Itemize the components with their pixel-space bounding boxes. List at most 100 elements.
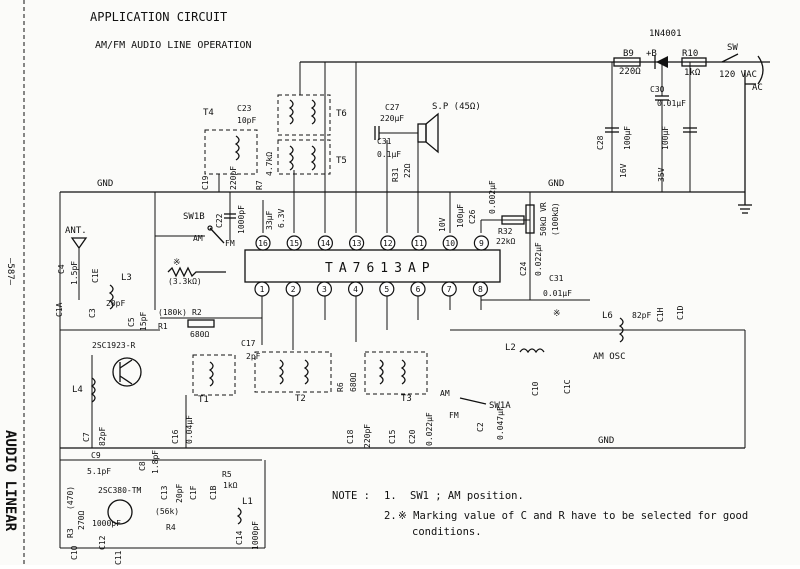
c30-label: C30 <box>650 85 665 94</box>
c1b-label: C1B <box>209 485 218 500</box>
c8-value: 1.8pF <box>151 450 160 474</box>
gnd-label-bottom: GND <box>598 436 614 446</box>
c31b-label: C31 <box>549 274 564 283</box>
t4-shield <box>204 129 258 175</box>
r1-label: R1 <box>158 322 168 331</box>
c3-label: C3 <box>88 308 97 318</box>
c20-label: C20 <box>408 429 417 444</box>
sw1b-fm: FM <box>225 239 235 248</box>
vr-value: 50kΩ VR <box>539 202 548 236</box>
gnd-label-right: GND <box>548 179 564 189</box>
r6-value: 680Ω <box>349 373 358 392</box>
c25-value: 100μF <box>456 204 465 228</box>
c17-label: C17 <box>241 339 256 348</box>
c26-value: 0.002μF <box>488 180 497 214</box>
c8-label: C8 <box>138 461 147 471</box>
r32-label: R32 <box>498 227 513 236</box>
l6-label: L6 <box>602 311 613 321</box>
ic-package <box>244 249 501 283</box>
l2-label: L2 <box>505 343 516 353</box>
c2-label: C2 <box>476 422 485 432</box>
c17-value: 2pF <box>246 352 261 361</box>
ic-pin-7 <box>441 281 457 297</box>
antenna-icon <box>70 237 88 300</box>
star-mark-1: ※ <box>553 309 561 319</box>
r5-label: R5 <box>222 470 232 479</box>
ac-plug-icon <box>757 55 764 85</box>
c9-value: 5.1pF <box>87 467 111 476</box>
transistor-2sc380 <box>107 499 133 525</box>
ic-pin-number-9: 9 <box>479 239 484 248</box>
c1f-label: C1F <box>189 485 198 500</box>
t6-label: T6 <box>336 109 347 119</box>
c21-voltage: 6.3V <box>277 209 286 228</box>
ic-pin-8 <box>472 281 488 297</box>
sw1a-switch[interactable] <box>459 397 487 405</box>
l3-label: L3 <box>121 273 132 283</box>
r9-resistor <box>613 57 641 67</box>
t3-label: T3 <box>401 394 412 404</box>
c22-value: 1000pF <box>237 205 246 234</box>
c12-label: C12 <box>98 535 107 550</box>
c16-label: C16 <box>171 429 180 444</box>
r7-value: 4.7kΩ <box>265 152 274 176</box>
c1h-label: C1H <box>656 307 665 322</box>
page-number: —587— <box>5 258 15 286</box>
c7-label: C7 <box>82 432 91 442</box>
ic-pin-number-13: 13 <box>352 239 362 248</box>
ic-pin-16 <box>255 235 271 251</box>
plus-b-label: +B <box>646 49 657 59</box>
page-title: APPLICATION CIRCUIT <box>90 10 227 24</box>
page-subtitle: AM/FM AUDIO LINE OPERATION <box>95 40 252 51</box>
sw1a-label: SW1A <box>489 401 511 411</box>
ic-pin-number-7: 7 <box>447 285 452 294</box>
r32-resistor <box>501 215 525 225</box>
c1c-label: C1C <box>563 379 572 394</box>
c22-label: C22 <box>215 213 224 228</box>
ic-pin-number-5: 5 <box>384 285 389 294</box>
l1-coil <box>236 507 242 525</box>
r3-label: R3 <box>66 528 75 538</box>
c26-label: C26 <box>468 209 477 224</box>
ic-pin-number-4: 4 <box>353 285 358 294</box>
l2-coil <box>519 348 545 354</box>
ic-pin-number-10: 10 <box>445 239 455 248</box>
diode-part-label: 1N4001 <box>649 29 682 39</box>
c28-label: C28 <box>596 135 605 150</box>
ic-pin-number-1: 1 <box>260 285 265 294</box>
r7-label: R7 <box>255 180 264 190</box>
t4-label: T4 <box>203 108 214 118</box>
l4-coil <box>90 377 96 403</box>
r9-value: 220Ω <box>619 67 641 77</box>
t5-label: T5 <box>336 156 347 166</box>
t6-shield <box>277 94 331 136</box>
c11-label: C11 <box>114 550 123 565</box>
r31-label: R31 <box>391 167 400 182</box>
ic-pin-number-6: 6 <box>416 285 421 294</box>
c4-value: 1.5pF <box>70 261 79 285</box>
ic-pin-number-15: 15 <box>289 239 299 248</box>
c29-value: 100μF <box>661 126 670 150</box>
sw1b-switch <box>209 227 225 244</box>
c20-value: 0.022μF <box>425 412 434 446</box>
c10-label: C10 <box>531 381 540 396</box>
ic-pin-13 <box>349 235 365 251</box>
sw1a-am: AM <box>440 389 450 398</box>
t5-shield <box>277 139 331 175</box>
volume-control[interactable] <box>525 204 535 234</box>
t3-shield <box>364 351 428 395</box>
star-mark-2: ※ <box>173 258 181 268</box>
c27-label: C27 <box>385 103 400 112</box>
c23-label: C23 <box>237 104 252 113</box>
note-heading: NOTE : <box>332 490 370 502</box>
c9-label: C9 <box>91 451 101 460</box>
c4-label: C4 <box>57 264 66 274</box>
r4-value: (56k) <box>155 507 179 516</box>
c13-value: 20pF <box>175 484 184 503</box>
c13-label: C13 <box>160 485 169 500</box>
c31-value: 0.1μF <box>377 150 401 159</box>
ic-name: TA7613AP <box>325 261 436 276</box>
t2-shield <box>254 351 332 393</box>
r2-value: 680Ω <box>190 330 209 339</box>
c15-label: C15 <box>388 429 397 444</box>
